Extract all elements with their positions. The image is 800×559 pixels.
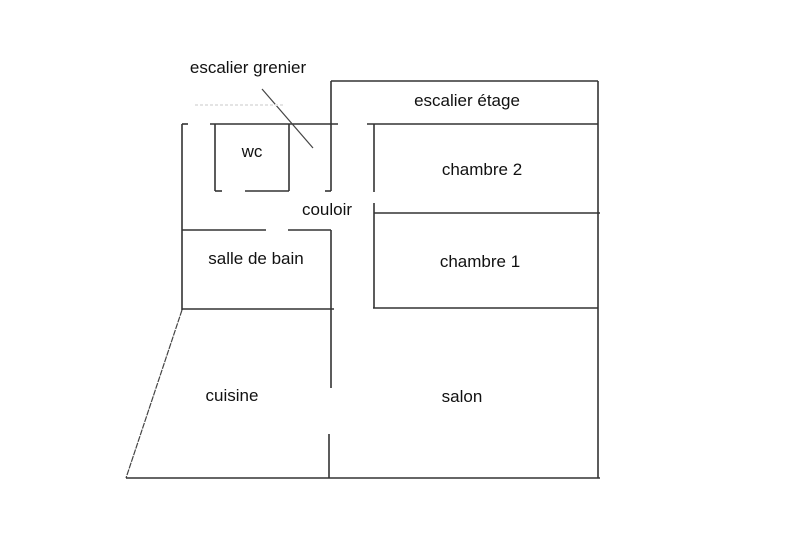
label-salle-de-bain: salle de bain [208,249,304,268]
wall [125,309,183,479]
label-couloir: couloir [301,200,353,219]
label-chambre-1: chambre 1 [439,252,521,271]
label-chambre-2: chambre 2 [441,160,523,179]
label-cuisine: cuisine [205,386,259,405]
label-wc: wc [241,142,263,161]
stair-line [261,88,314,149]
label-escalier-grenier: escalier grenier [189,58,307,77]
label-escalier-etage: escalier étage [414,91,520,110]
label-salon: salon [441,387,483,406]
